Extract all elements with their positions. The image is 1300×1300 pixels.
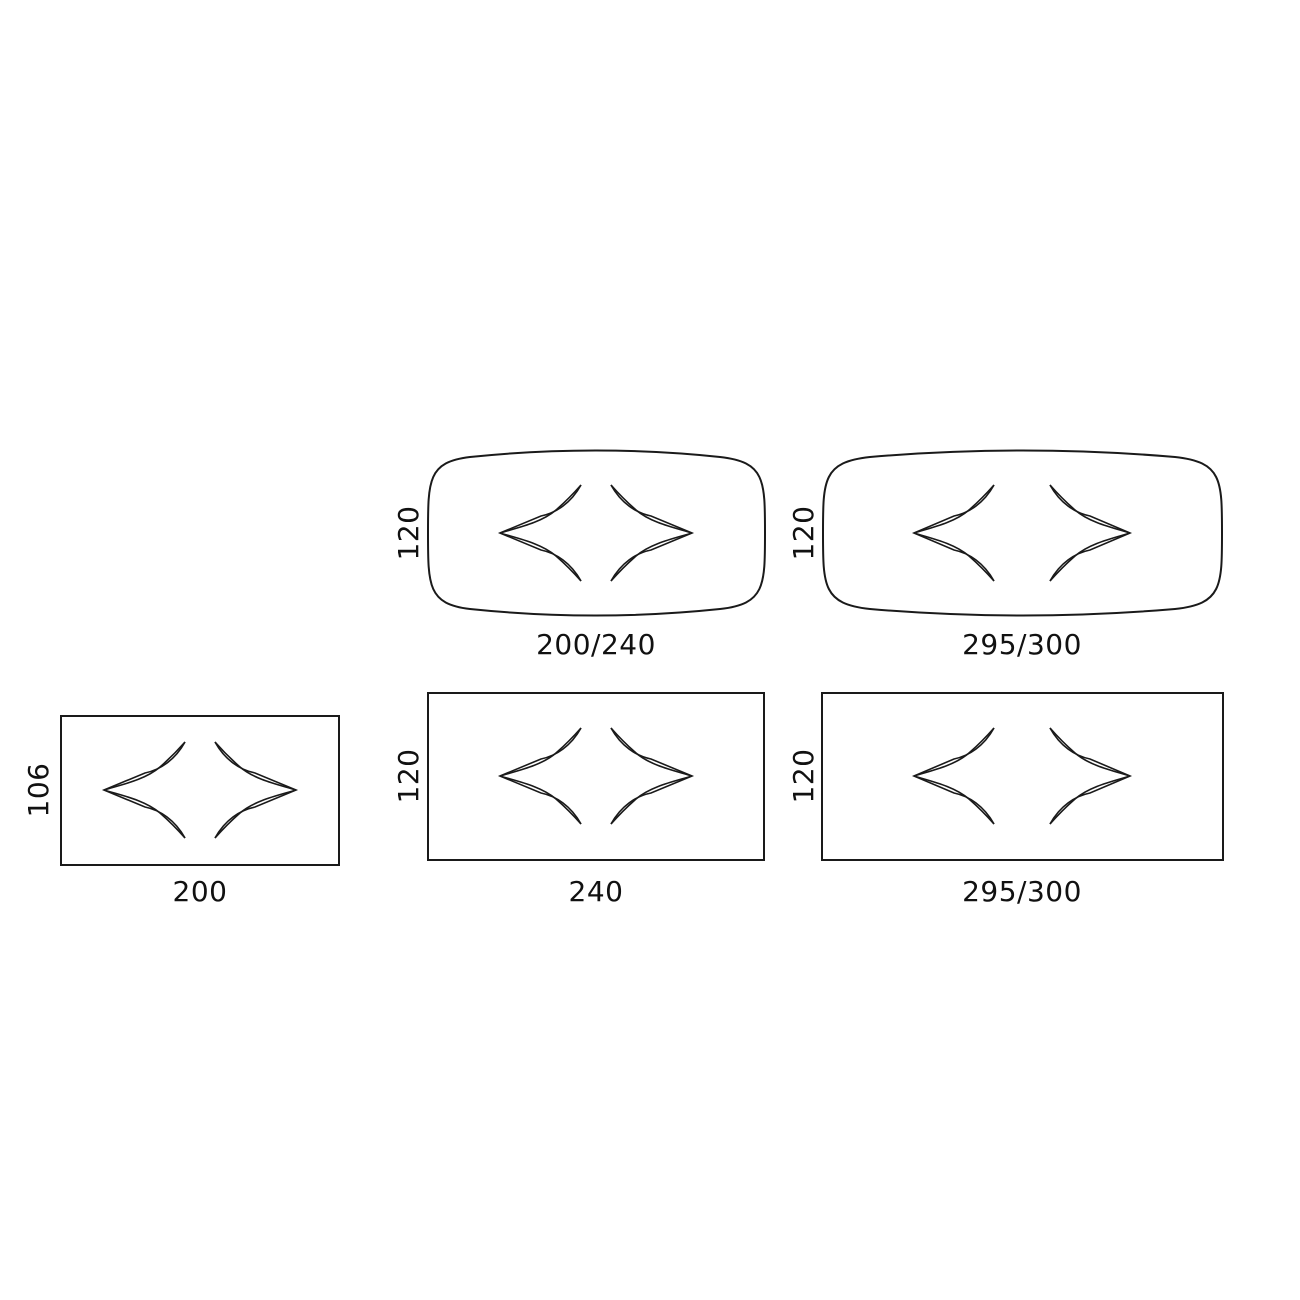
table-barrel-200-240: 200/240 120 xyxy=(392,449,766,661)
table-rect-240: 240 120 xyxy=(392,692,765,908)
table-base-icon xyxy=(101,741,299,839)
width-dimension: 120 xyxy=(787,506,820,561)
length-dimension: 295/300 xyxy=(962,875,1082,908)
length-dimension: 240 xyxy=(569,875,624,908)
width-dimension: 120 xyxy=(392,749,425,804)
table-rect-295-300: 295/300 120 xyxy=(787,692,1224,908)
table-base-icon xyxy=(911,484,1133,582)
length-dimension: 200 xyxy=(173,875,228,908)
tabletop-outline xyxy=(427,692,765,861)
tabletop-outline xyxy=(60,715,340,866)
width-dimension: 106 xyxy=(22,763,55,818)
length-dimension: 295/300 xyxy=(962,628,1082,661)
width-dimension: 120 xyxy=(787,749,820,804)
table-barrel-295-300: 295/300 120 xyxy=(787,449,1223,661)
width-dimension: 120 xyxy=(392,506,425,561)
table-rect-200: 200 106 xyxy=(22,715,340,908)
table-base-icon xyxy=(497,727,695,825)
tabletop-outline xyxy=(822,449,1223,617)
table-base-icon xyxy=(911,727,1133,825)
table-base-icon xyxy=(497,484,695,582)
tabletop-outline xyxy=(821,692,1224,861)
length-dimension: 200/240 xyxy=(536,628,656,661)
tabletop-outline xyxy=(426,449,766,617)
